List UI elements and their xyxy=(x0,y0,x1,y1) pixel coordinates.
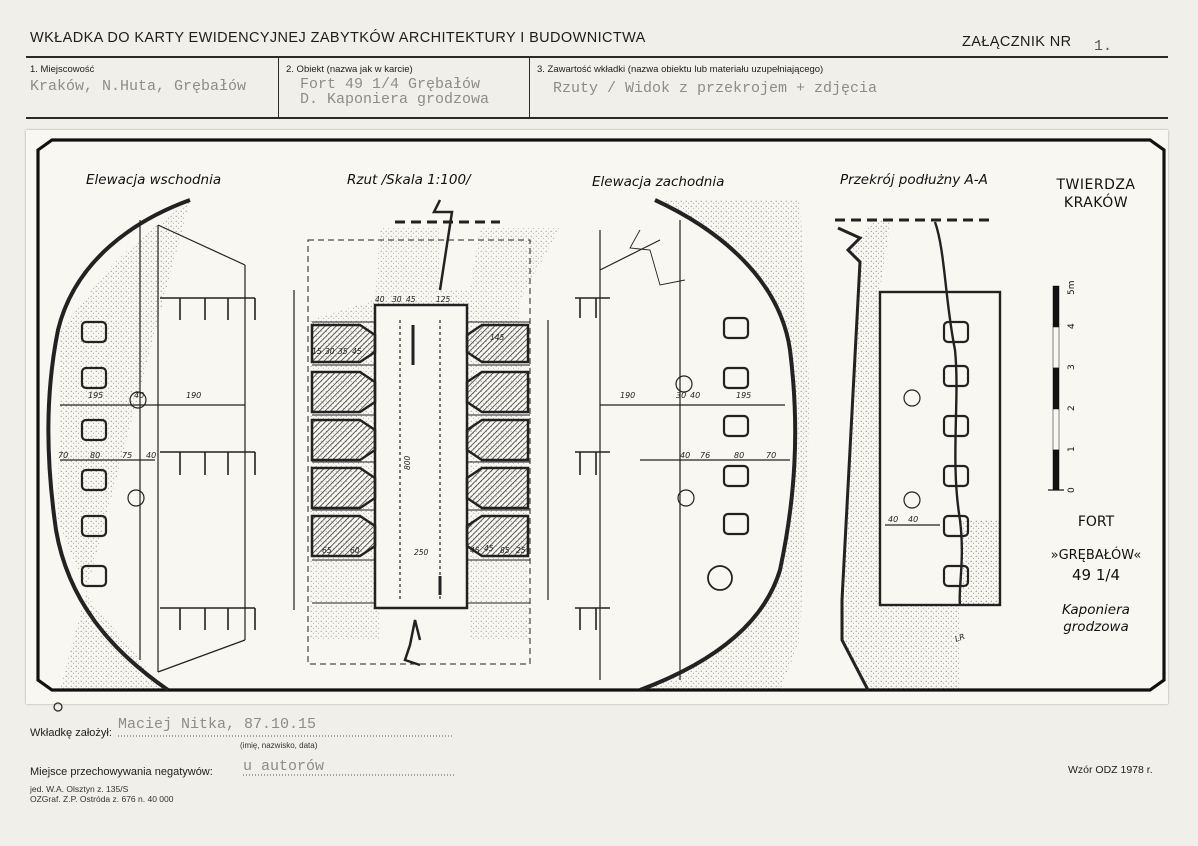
object-label: 2. Obiekt (nazwa jak w karcie) xyxy=(286,64,413,75)
svg-text:35: 35 xyxy=(338,347,348,356)
field-divider-2 xyxy=(529,57,531,117)
svg-text:15: 15 xyxy=(312,347,322,356)
plan-top-dim: 40 xyxy=(375,295,385,304)
west-dimension-labels: 190 30 40 195 40 76 80 70 xyxy=(620,391,776,460)
author-value: Maciej Nitka, 87.10.15 xyxy=(118,716,317,733)
fortress-line2: KRAKÓW xyxy=(1063,195,1129,211)
plan-dimension-labels: 40 30 45 125 15 30 35 45 145 250 65 60 4… xyxy=(312,295,526,557)
svg-text:195: 195 xyxy=(736,391,751,400)
contents-label: 3. Zawartość wkładki (nazwa obiektu lub … xyxy=(537,64,824,75)
scale-tick-3: 3 xyxy=(1067,364,1077,370)
scale-tick-1: 1 xyxy=(1067,446,1077,452)
drawing-frame xyxy=(36,138,1166,692)
fort-word: FORT xyxy=(1077,514,1115,530)
east-dim-190: 190 xyxy=(186,391,201,400)
svg-text:45: 45 xyxy=(406,295,416,304)
scale-unit: 5m xyxy=(1067,281,1077,296)
svg-text:45: 45 xyxy=(470,546,480,555)
west-elevation xyxy=(575,198,810,692)
fort-number: 49 1/4 xyxy=(1072,566,1120,584)
svg-text:25: 25 xyxy=(516,546,526,555)
scale-tick-0: 0 xyxy=(1067,487,1077,493)
east-dim-80: 80 xyxy=(90,451,100,460)
east-dim-40b: 40 xyxy=(146,451,156,460)
svg-text:145: 145 xyxy=(490,333,505,342)
title-plan: Rzut /Skala 1:100/ xyxy=(347,172,471,188)
storage-label: Miejsce przechowywania negatywów: xyxy=(30,766,213,778)
svg-text:40: 40 xyxy=(690,391,700,400)
title-east-elevation: Elewacja wschodnia xyxy=(86,172,222,188)
print-info-1: jed. W.A. Olsztyn z. 135/S xyxy=(30,784,129,794)
svg-text:60: 60 xyxy=(350,546,360,555)
scale-tick-4: 4 xyxy=(1067,323,1077,329)
fortress-line1: TWIERDZA xyxy=(1056,177,1136,193)
plan-dim-800: 800 xyxy=(403,455,412,470)
svg-text:85: 85 xyxy=(500,546,510,555)
scale-bar-labels: 0 1 2 3 4 5m xyxy=(1067,281,1077,494)
fortress-label: TWIERDZA KRAKÓW xyxy=(1040,176,1152,212)
scale-tick-2: 2 xyxy=(1067,405,1077,411)
scale-bar xyxy=(1048,285,1064,491)
title-west-elevation: Elewacja zachodnia xyxy=(592,174,725,190)
east-dim-40: 40 xyxy=(134,391,144,400)
caponier-line2: grodzowa xyxy=(1063,619,1129,635)
svg-text:40: 40 xyxy=(908,515,918,524)
svg-text:76: 76 xyxy=(700,451,710,460)
svg-text:30: 30 xyxy=(392,295,402,304)
card-title: WKŁADKA DO KARTY EWIDENCYJNEJ ZABYTKÓW A… xyxy=(30,30,646,46)
svg-text:30: 30 xyxy=(676,391,686,400)
east-dimension-labels: 195 40 190 70 80 75 40 xyxy=(58,391,201,460)
svg-text:250: 250 xyxy=(414,548,429,557)
caponier-line1: Kaponiera xyxy=(1062,602,1130,618)
svg-text:40: 40 xyxy=(888,515,898,524)
annex-label: ZAŁĄCZNIK NR xyxy=(962,34,1072,50)
svg-text:30: 30 xyxy=(325,347,335,356)
storage-value: u autorów xyxy=(243,758,325,775)
author-hint: (imię, nazwisko, data) xyxy=(240,741,318,750)
fields-rule xyxy=(26,117,1168,119)
svg-text:45: 45 xyxy=(484,544,494,553)
signature: LR xyxy=(954,632,966,644)
east-dim-70: 70 xyxy=(58,451,68,460)
svg-text:40: 40 xyxy=(680,451,690,460)
svg-text:190: 190 xyxy=(620,391,635,400)
object-value-line1: Fort 49 1/4 Grębałów xyxy=(300,76,481,93)
svg-text:70: 70 xyxy=(766,451,776,460)
svg-text:80: 80 xyxy=(734,451,744,460)
annex-number: 1. xyxy=(1094,38,1113,55)
print-info-2: OZGraf. Z.P. Ostróda z. 676 n. 40 000 xyxy=(30,794,174,804)
location-label: 1. Miejscowość xyxy=(30,64,95,75)
fort-name: »GRĘBAŁÓW« xyxy=(1050,548,1142,563)
title-section: Przekrój podłużny A-A xyxy=(840,172,988,188)
contents-value: Rzuty / Widok z przekrojem + zdjęcia xyxy=(553,80,878,97)
corner-mark xyxy=(53,702,63,712)
caponier-label: Kaponiera grodzowa xyxy=(1040,602,1152,636)
east-elevation xyxy=(46,198,256,692)
svg-text:125: 125 xyxy=(436,295,451,304)
svg-text:45: 45 xyxy=(352,347,362,356)
location-value: Kraków, N.Huta, Grębałów xyxy=(30,78,247,95)
header-rule xyxy=(26,56,1168,58)
author-label: Wkładkę założył: xyxy=(30,727,112,739)
field-divider-1 xyxy=(278,57,280,117)
svg-text:65: 65 xyxy=(322,546,332,555)
section-dimension-labels: 40 40 LR xyxy=(888,515,966,644)
east-dim-75: 75 xyxy=(122,451,132,460)
plan-view xyxy=(293,199,560,667)
object-value-line2: D. Kaponiera grodzowa xyxy=(300,91,490,108)
east-dim-195: 195 xyxy=(88,391,103,400)
section-view xyxy=(835,218,1002,691)
form-code: Wzór ODZ 1978 r. xyxy=(1068,764,1153,776)
